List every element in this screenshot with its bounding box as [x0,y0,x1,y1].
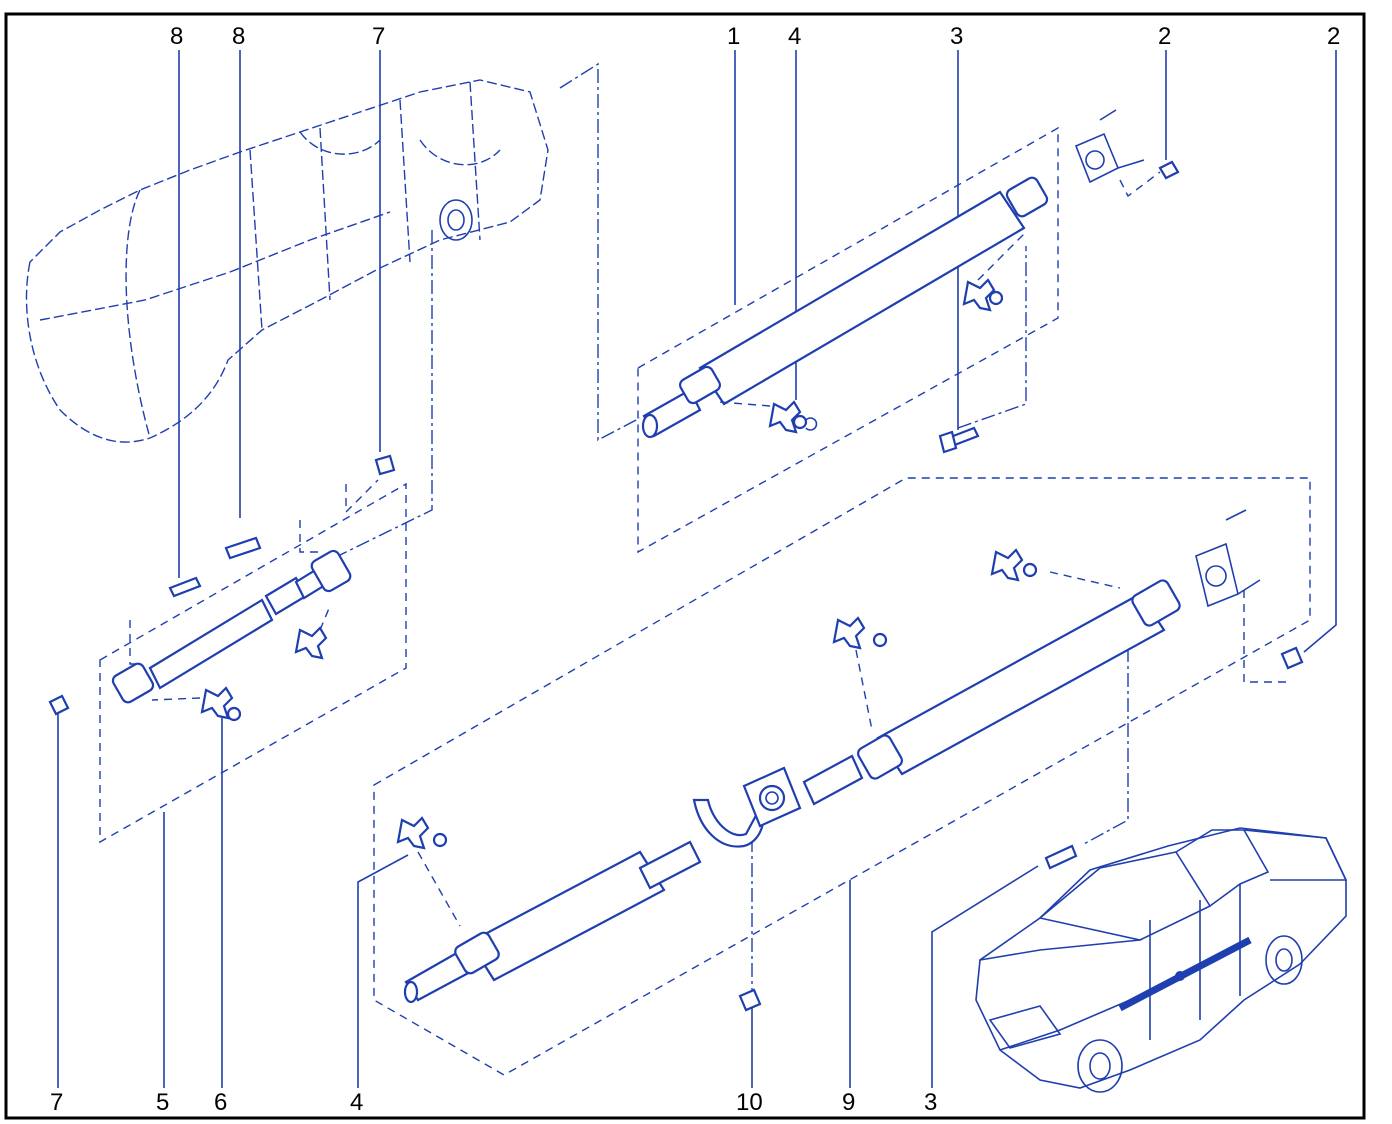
front-propeller-shaft [641,109,1180,454]
outline-two-piece-box [99,482,407,844]
callout-bottom-10: 10 [736,1089,763,1116]
callout-top-8a: 8 [170,23,183,50]
outline-front-shaft-box [637,126,1059,554]
leader-4-bottom [357,854,409,1088]
callout-bottom-6: 6 [214,1089,227,1116]
truck-driveshaft-highlight [1118,936,1252,1012]
link-bolt-3 [1081,648,1129,846]
callout-bottom-5: 5 [156,1089,169,1116]
leader-2b [1303,50,1337,653]
callout-top-2b: 2 [1327,23,1340,50]
callout-top-2a: 2 [1158,23,1171,50]
callout-top-7: 7 [372,23,385,50]
link-trans-to-shaft [339,230,433,556]
cross-joint-kit-top [719,231,1027,434]
callout-bottom-9: 9 [842,1089,855,1116]
link-nut-2a [1119,171,1161,198]
link-bolt-3-top [957,246,1027,429]
link-bolt-8a [129,620,140,665]
link-nut-7-top [345,479,379,514]
callout-bottom-7: 7 [50,1089,63,1116]
rear-propeller-shaft [403,509,1304,1012]
callout-top-8b: 8 [232,23,245,50]
two-piece-shaft-left [48,454,396,722]
callout-bottom-3: 3 [924,1089,937,1116]
leader-3-bottom [931,865,1039,1088]
link-nut-2b [1243,590,1290,683]
diagram-frame [4,12,1366,1120]
callout-top-3: 3 [950,23,963,50]
outline-front-link [559,62,641,442]
link-bolt-8b [299,520,324,553]
callout-top-1: 1 [727,23,740,50]
callout-bottom-4: 4 [350,1089,363,1116]
callout-top-4: 4 [788,23,801,50]
pickup-truck-icon [975,827,1348,1093]
cross-joint-kit-rear [396,548,1121,927]
transmission-sketch [25,79,549,443]
